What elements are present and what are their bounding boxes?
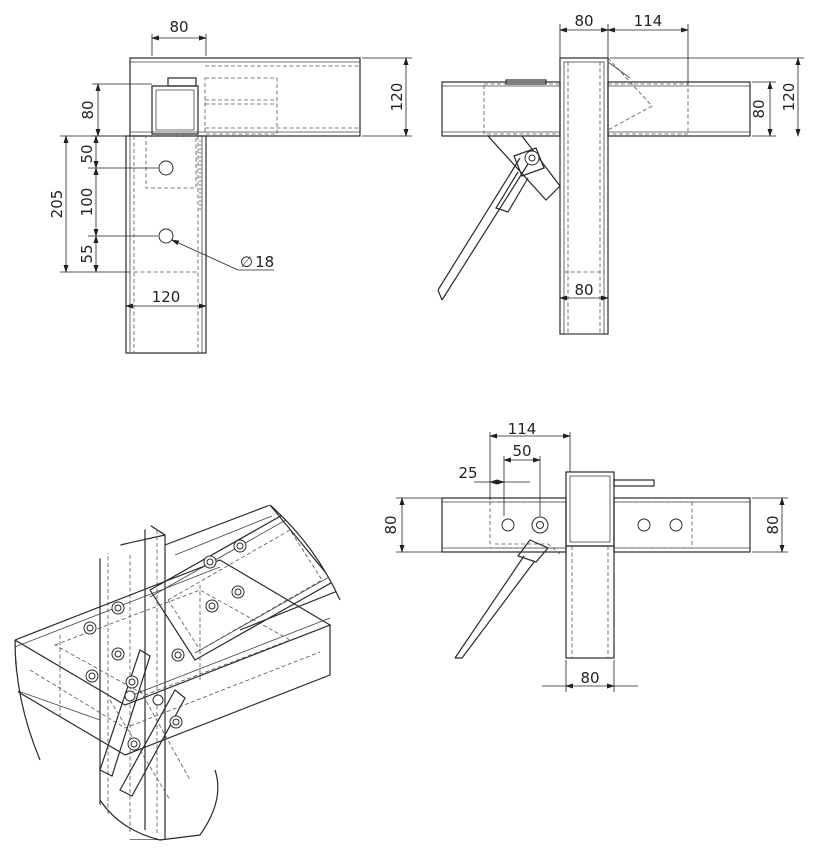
side-view: 80 120 80 205 50 100 55 ∅18 120 [48,18,412,354]
top-dim-edge: 25 [458,464,477,482]
top-dim-beam-right: 80 [764,515,782,534]
top-dim-offset: 114 [508,420,537,438]
top-post-outline [565,545,615,659]
front-dim-offset: 114 [634,12,663,30]
top-dim-beam-left: 80 [382,515,400,534]
side-dim-bottom-width: 120 [152,288,181,306]
top-view: 114 50 25 80 80 80 [382,420,788,692]
side-dim-hole-diameter: ∅18 [240,253,274,271]
front-dim-post-bottom: 80 [574,281,593,299]
iso-bolts [83,539,247,751]
side-dim-hole-bottom: 55 [78,244,96,263]
side-dim-total: 205 [48,190,66,219]
iso-break-bottom [99,769,219,841]
front-dim-post-width: 80 [574,12,593,30]
side-hole-lower [158,228,174,244]
side-beam-outline [129,57,361,137]
front-view: 80 114 80 120 80 [437,12,804,335]
isometric-view [15,505,340,840]
side-dim-top-width: 80 [169,18,188,36]
top-dim-post-bottom: 80 [580,669,599,687]
front-dim-beam-height: 80 [750,99,768,118]
side-hole-upper [158,160,174,176]
side-dim-upper-left: 80 [79,100,97,119]
side-dim-right-height: 120 [388,83,406,112]
front-dim-total-height: 120 [780,83,798,112]
iso-break-left [14,639,41,761]
top-dim-hole-spacing: 50 [512,442,531,460]
side-dim-hole-top: 50 [78,144,96,163]
side-dim-hole-spacing: 100 [78,188,96,217]
iso-break-upper [269,504,341,601]
